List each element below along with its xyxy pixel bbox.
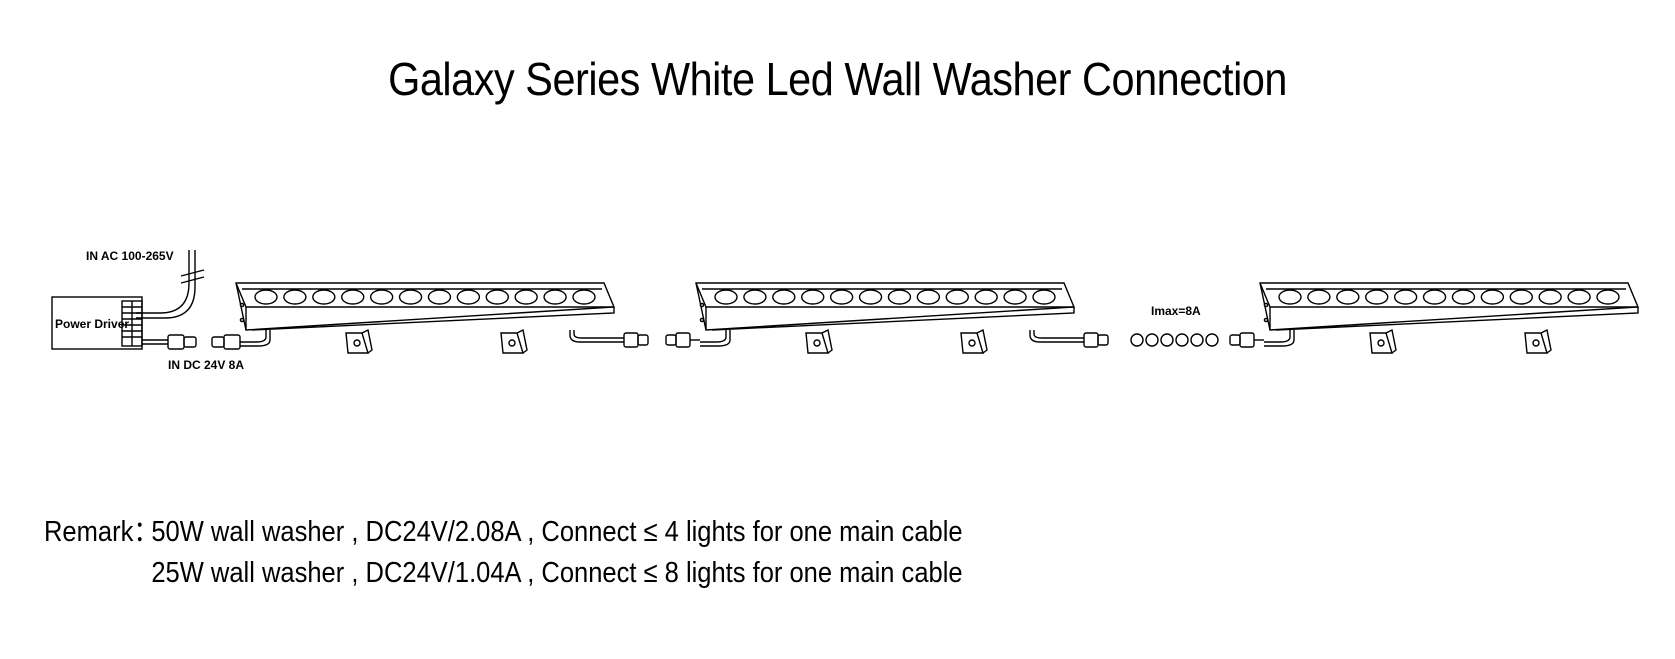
remarks: Remark： 50W wall washer , DC24V/2.08A , … [44, 512, 963, 594]
mounting-bracket [960, 328, 988, 354]
ac-input-cable [136, 250, 205, 319]
lens [1538, 289, 1562, 305]
lens [1596, 289, 1620, 305]
lens [829, 289, 854, 305]
lens [456, 289, 481, 305]
output-cable [569, 330, 700, 348]
continuation-dot [1175, 333, 1189, 347]
lens [572, 289, 596, 305]
continuation-dot [1130, 333, 1144, 347]
lens [312, 289, 336, 305]
output-cable [1029, 330, 1109, 348]
continuation-dot [1190, 333, 1204, 347]
mounting-bracket [805, 328, 833, 354]
imax-label: Imax=8A [1151, 304, 1201, 318]
lens [485, 289, 509, 305]
input-cable [240, 330, 271, 347]
lens [1003, 289, 1027, 305]
lens [743, 289, 767, 305]
lens [1278, 289, 1302, 305]
remark-text-2: 25W wall washer , DC24V/1.04A , Connect … [151, 557, 963, 589]
remark-text-1: 50W wall washer , DC24V/2.08A , Connect … [151, 516, 963, 548]
mounting-bracket [345, 328, 373, 354]
lens [974, 289, 998, 305]
lens [514, 289, 538, 305]
power-driver-label: Power Driver [55, 317, 129, 331]
continuation-dot [1145, 333, 1159, 347]
lens [916, 289, 941, 305]
lens [398, 289, 423, 305]
mounting-bracket [1524, 328, 1552, 354]
input-cable [700, 330, 731, 347]
lens [254, 289, 278, 305]
lens [858, 289, 883, 305]
lens [945, 289, 969, 305]
lens [714, 289, 738, 305]
lens [427, 289, 452, 305]
lens [1567, 289, 1591, 305]
lens [1509, 289, 1533, 305]
lens [1451, 289, 1476, 305]
lens [1393, 289, 1418, 305]
wall-washer-1 [235, 282, 700, 354]
fixture-3-input-connector [1229, 332, 1264, 348]
lens [1336, 289, 1360, 305]
power-driver-box [51, 296, 143, 350]
lens [801, 289, 825, 305]
remark-prefix: Remark： [44, 516, 159, 548]
remark-line-2: 25W wall washer , DC24V/1.04A , Connect … [44, 553, 963, 594]
lens [369, 289, 394, 305]
ac-input-label: IN AC 100-265V [86, 249, 174, 263]
lens [341, 289, 365, 305]
lens [1480, 289, 1505, 305]
mounting-bracket [1369, 328, 1397, 354]
mounting-bracket [500, 328, 528, 354]
lens [1032, 289, 1056, 305]
lens [543, 289, 567, 305]
remark-line-1: Remark： 50W wall washer , DC24V/2.08A , … [44, 512, 963, 553]
lens [1422, 289, 1447, 305]
input-cable [1264, 330, 1295, 347]
lens [772, 289, 796, 305]
lens [1307, 289, 1331, 305]
lens [1365, 289, 1389, 305]
lens [283, 289, 307, 305]
lens [887, 289, 912, 305]
wall-washer-2 [695, 282, 1109, 354]
dc-output-cable [142, 334, 241, 350]
page-title: Galaxy Series White Led Wall Washer Conn… [388, 53, 1288, 105]
wall-washer-3 [1259, 282, 1640, 354]
continuation-dot [1205, 333, 1219, 347]
continuation-dot [1160, 333, 1174, 347]
dc-input-label: IN DC 24V 8A [168, 358, 244, 372]
